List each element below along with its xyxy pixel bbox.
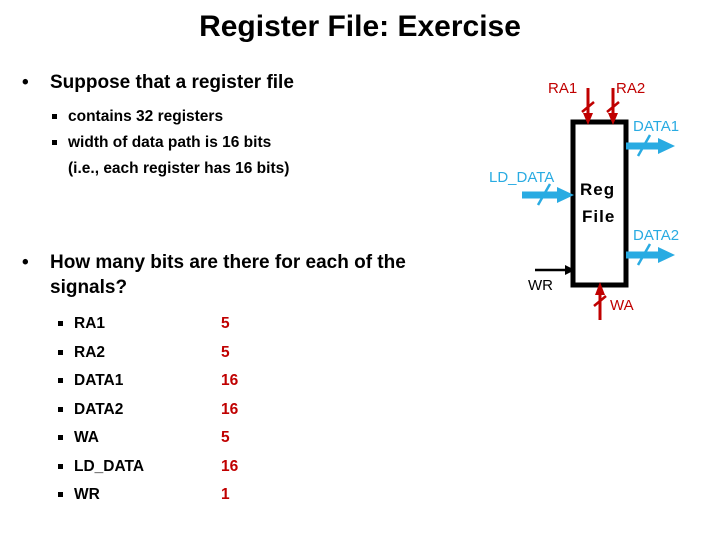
subbullet-note: (i.e., each register has 16 bits) bbox=[52, 157, 289, 181]
bullet-dot-icon: • bbox=[22, 72, 29, 93]
signal-value: 5 bbox=[221, 429, 230, 446]
bullet-howmany-line2: signals? bbox=[50, 277, 128, 298]
bullet-dot-icon: • bbox=[22, 252, 29, 273]
square-bullet-icon bbox=[58, 492, 63, 497]
square-bullet-icon bbox=[58, 321, 63, 326]
wa-arrow-icon bbox=[593, 282, 607, 320]
subbullet-registers: contains 32 registers bbox=[52, 105, 223, 129]
table-row: DATA1 16 bbox=[58, 367, 358, 396]
diagram-label-ld-data: LD_DATA bbox=[489, 169, 555, 186]
square-bullet-icon bbox=[58, 349, 63, 355]
diagram-label-data2: DATA2 bbox=[633, 227, 680, 244]
signal-value: 16 bbox=[221, 457, 239, 475]
signal-value: 16 bbox=[221, 372, 239, 389]
bullet-suppose: • Suppose that a register file bbox=[22, 70, 442, 95]
bullet-howmany-line1: How many bits are there for each of the bbox=[50, 252, 406, 273]
signal-value: 16 bbox=[221, 400, 239, 418]
table-row: RA2 5 bbox=[58, 339, 358, 368]
bullet-suppose-text: Suppose that a register file bbox=[50, 72, 294, 93]
signal-name: RA2 bbox=[74, 343, 106, 361]
square-bullet-icon bbox=[58, 406, 63, 412]
table-row: RA1 5 bbox=[58, 310, 358, 339]
ra2-arrow-icon bbox=[606, 88, 620, 125]
square-bullet-icon bbox=[58, 378, 63, 383]
signal-name: WA bbox=[74, 429, 99, 446]
square-bullet-icon bbox=[52, 140, 57, 145]
signal-value: 1 bbox=[221, 486, 230, 503]
page-title: Register File: Exercise bbox=[199, 10, 521, 43]
signal-name: WR bbox=[74, 486, 100, 503]
diagram-label-ra1: RA1 bbox=[548, 80, 578, 97]
diagram-label-ra2: RA2 bbox=[616, 80, 646, 97]
signal-name: DATA2 bbox=[74, 400, 124, 418]
signal-name: RA1 bbox=[74, 315, 106, 332]
diagram-label-wa: WA bbox=[610, 297, 634, 314]
table-row: LD_DATA 16 bbox=[58, 453, 358, 482]
data2-arrow-icon bbox=[626, 243, 675, 266]
signal-name: LD_DATA bbox=[74, 457, 145, 475]
table-row: WR 1 bbox=[58, 481, 358, 510]
reg-file-label-line2: File bbox=[582, 207, 616, 226]
diagram-label-wr: WR bbox=[528, 277, 553, 294]
square-bullet-icon bbox=[58, 463, 63, 469]
ld-data-arrow-icon bbox=[522, 183, 574, 206]
diagram-label-data1: DATA1 bbox=[633, 118, 680, 135]
square-bullet-icon bbox=[52, 114, 57, 119]
diagram-svg bbox=[522, 88, 675, 320]
wr-arrow-icon bbox=[535, 265, 575, 275]
bullet-howmany: • How many bits are there for each of th… bbox=[22, 250, 522, 300]
subbullet-registers-text: contains 32 registers bbox=[68, 108, 224, 125]
ra1-arrow-icon bbox=[581, 88, 595, 125]
signal-bit-table: RA1 5 RA2 5 DATA1 16 DATA2 16 WA 5 LD_DA… bbox=[58, 310, 358, 510]
signal-value: 5 bbox=[221, 315, 230, 332]
reg-file-label-line1: Reg bbox=[580, 180, 616, 199]
signal-value: 5 bbox=[221, 343, 230, 361]
table-row: DATA2 16 bbox=[58, 396, 358, 425]
register-file-diagram: RA1 RA2 DATA1 LD_DATA DATA2 WR WA Reg Fi… bbox=[470, 70, 720, 330]
subbullet-width-text: width of data path is 16 bits bbox=[68, 134, 272, 151]
subbullet-width: width of data path is 16 bits bbox=[52, 131, 271, 155]
signal-name: DATA1 bbox=[74, 372, 124, 389]
subbullet-note-text: (i.e., each register has 16 bits) bbox=[68, 160, 290, 177]
table-row: WA 5 bbox=[58, 424, 358, 453]
reg-file-block bbox=[570, 119, 629, 288]
square-bullet-icon bbox=[58, 435, 63, 440]
data1-arrow-icon bbox=[626, 134, 675, 157]
